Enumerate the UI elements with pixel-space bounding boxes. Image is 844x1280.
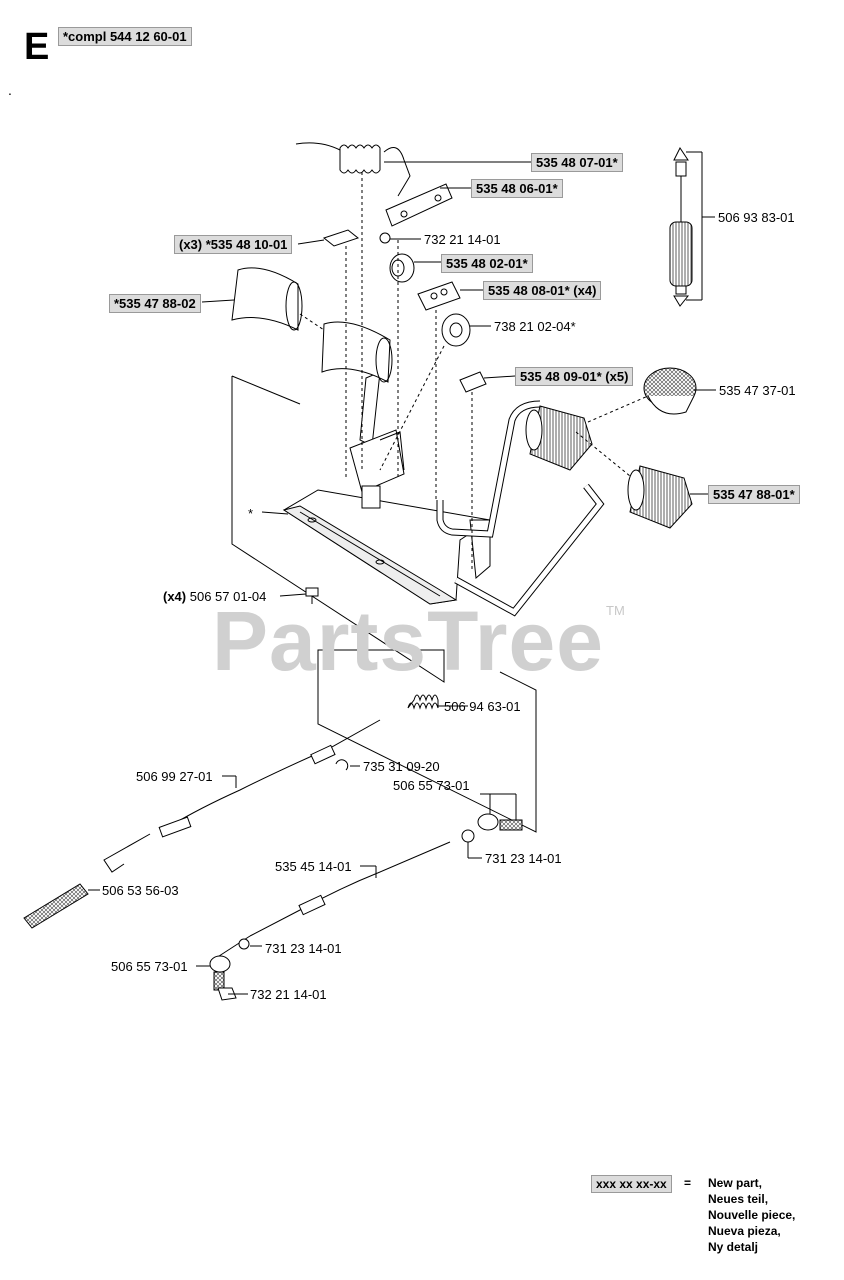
pedal-pad-left (231, 267, 393, 383)
legend-part-code: xxx xx xx-xx (591, 1175, 672, 1193)
quantity-label: (x4) (163, 589, 187, 604)
spring-lower-right (407, 694, 439, 710)
part-callout[interactable]: 506 55 73-01 (393, 778, 470, 793)
nut-lower (238, 938, 250, 950)
part-callout[interactable]: (x3) *535 48 10-01 (174, 235, 293, 254)
bolt (305, 587, 319, 604)
part-callout[interactable]: 535 48 02-01* (441, 254, 533, 273)
star-marker: * (248, 506, 254, 521)
assembly-number: *compl 544 12 60-01 (58, 27, 192, 46)
pedal-cap (643, 367, 697, 415)
part-callout[interactable]: 506 99 27-01 (136, 769, 213, 784)
legend-line: Nouvelle piece, (708, 1208, 796, 1222)
damper (669, 147, 693, 307)
plate-outline (231, 375, 537, 833)
part-callout[interactable]: 738 21 02-04* (494, 319, 576, 334)
part-callout[interactable]: 731 23 14-01 (265, 941, 342, 956)
assembly-guides (299, 172, 649, 570)
nut-top (379, 232, 391, 244)
part-callout[interactable]: 506 53 56-03 (102, 883, 179, 898)
clamp-block (417, 281, 461, 311)
part-callout[interactable]: 535 48 06-01* (471, 179, 563, 198)
legend-line: Ny detalj (708, 1240, 759, 1254)
part-callout[interactable]: 535 48 07-01* (531, 153, 623, 172)
nut-cable (461, 829, 475, 843)
part-callout[interactable]: 535 48 09-01* (x5) (515, 367, 634, 386)
spacer-block (322, 229, 360, 247)
part-callout[interactable]: 735 31 09-20 (363, 759, 440, 774)
cable-upper (103, 719, 381, 873)
part-callout[interactable]: 506 94 63-01 (444, 699, 521, 714)
part-callout[interactable]: 732 21 14-01 (424, 232, 501, 247)
return-spring-top (295, 142, 411, 197)
pedal-pad-right-lower (627, 465, 693, 529)
pedal-pad-right-upper (525, 405, 593, 471)
pedal-base-bracket (282, 489, 492, 605)
leader-lines (88, 151, 716, 995)
legend-line: New part, (708, 1176, 763, 1190)
section-letter: E (24, 26, 50, 68)
legend-equals: = (684, 1176, 692, 1190)
part-number: 506 57 01-04 (189, 589, 267, 604)
ball-joint-right (477, 813, 523, 831)
part-callout[interactable]: 506 55 73-01 (111, 959, 188, 974)
part-callout[interactable]: 535 47 37-01 (719, 383, 796, 398)
part-callout[interactable]: 731 23 14-01 (485, 851, 562, 866)
ball-joint-left (209, 955, 231, 991)
drive-pedal-rod (436, 400, 605, 617)
legend-line: Nueva pieza, (708, 1224, 781, 1238)
part-callout[interactable]: *535 47 88-02 (109, 294, 201, 313)
circlip (335, 759, 349, 771)
legend-line: Neues teil, (708, 1192, 769, 1206)
bracket-plate (385, 183, 453, 227)
part-callout[interactable]: 732 21 14-01 (250, 987, 327, 1002)
bushing (389, 253, 415, 283)
trademark-symbol: TM (606, 603, 625, 618)
watermark-logo: PartsTree (212, 594, 604, 688)
part-callout[interactable]: 535 45 14-01 (275, 859, 352, 874)
clip (459, 371, 487, 393)
nut-bottom (217, 987, 237, 1001)
part-callout[interactable]: 506 93 83-01 (718, 210, 795, 225)
stray-dot: . (8, 82, 12, 98)
legend-text: New part, Neues teil, Nouvelle piece, Nu… (708, 1175, 795, 1255)
part-callout[interactable]: 535 48 08-01* (x4) (483, 281, 602, 300)
part-callout[interactable]: 535 47 88-01* (708, 485, 800, 504)
brake-pedal-arm (349, 371, 405, 509)
spring-bottom-left (23, 883, 89, 929)
part-callout[interactable]: (x4) 506 57 01-04 (163, 588, 266, 605)
bearing (441, 313, 471, 347)
